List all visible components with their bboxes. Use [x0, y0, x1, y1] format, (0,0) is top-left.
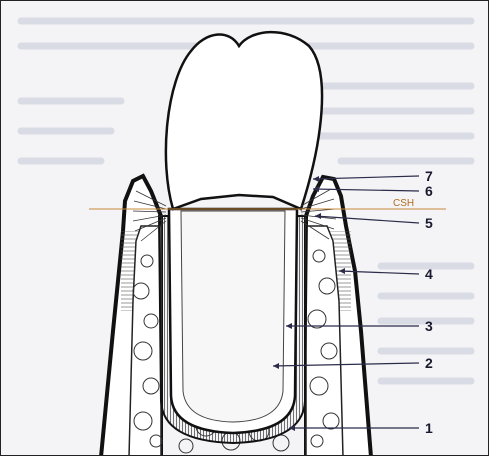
label-1: 1	[425, 420, 433, 436]
tooth-crown	[166, 32, 322, 209]
root-inner	[181, 211, 285, 422]
label-4: 4	[425, 266, 433, 282]
label-2: 2	[425, 355, 433, 371]
label-3: 3	[425, 318, 433, 334]
label-7: 7	[425, 168, 433, 184]
label-6: 6	[425, 183, 433, 199]
label-5: 5	[425, 215, 433, 231]
csh-label: CSH	[393, 198, 414, 209]
